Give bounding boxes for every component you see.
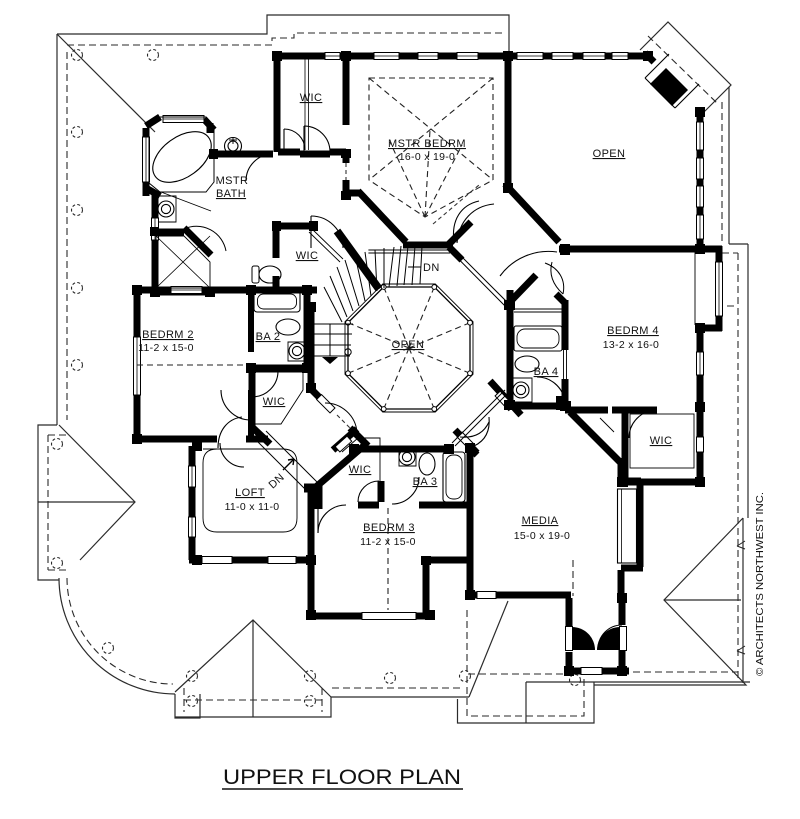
svg-text:LOFT: LOFT: [235, 487, 265, 499]
svg-text:BEDRM 4: BEDRM 4: [607, 325, 659, 337]
svg-text:11-2 x 15-0: 11-2 x 15-0: [360, 536, 416, 548]
svg-text:11-2 x 15-0: 11-2 x 15-0: [138, 342, 194, 354]
svg-text:BEDRM 3: BEDRM 3: [363, 522, 415, 534]
svg-text:© ARCHITECTS NORTHWEST INC.: © ARCHITECTS NORTHWEST INC.: [755, 492, 766, 676]
svg-text:BATH: BATH: [216, 188, 246, 200]
svg-text:BA 2: BA 2: [256, 331, 281, 343]
svg-text:WIC: WIC: [349, 464, 372, 476]
svg-text:OPEN: OPEN: [593, 148, 626, 160]
svg-text:WIC: WIC: [300, 92, 323, 104]
svg-text:BA 3: BA 3: [413, 476, 438, 488]
svg-text:WIC: WIC: [650, 435, 673, 447]
svg-text:OPEN: OPEN: [392, 339, 425, 351]
svg-text:DN: DN: [423, 262, 440, 274]
svg-text:MSTR: MSTR: [216, 175, 249, 187]
svg-text:16-0 x 19-0: 16-0 x 19-0: [399, 151, 455, 163]
svg-text:WIC: WIC: [296, 250, 319, 262]
svg-text:15-0 x 19-0: 15-0 x 19-0: [514, 530, 570, 542]
svg-text:MSTR BEDRM: MSTR BEDRM: [388, 138, 466, 150]
svg-text:BA 4: BA 4: [534, 366, 559, 378]
svg-text:WIC: WIC: [263, 396, 286, 408]
svg-text:MEDIA: MEDIA: [522, 515, 559, 527]
svg-text:BEDRM 2: BEDRM 2: [142, 329, 194, 341]
svg-text:13-2 x 16-0: 13-2 x 16-0: [603, 339, 659, 351]
svg-text:11-0 x 11-0: 11-0 x 11-0: [225, 501, 280, 513]
svg-text:UPPER FLOOR PLAN: UPPER FLOOR PLAN: [223, 766, 461, 789]
